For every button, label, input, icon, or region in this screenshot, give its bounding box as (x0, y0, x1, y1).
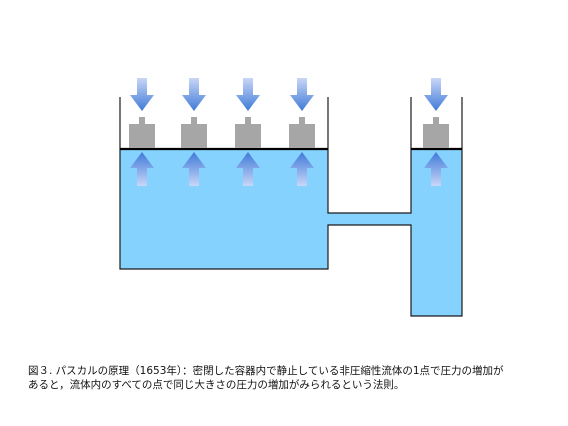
piston-unit-3 (235, 78, 261, 186)
weight-block (129, 124, 155, 148)
piston-unit-4 (289, 78, 315, 186)
weight-block (181, 124, 207, 148)
caption-line-1: 図３. パスカルの原理（1653年）：密閉した容器内で静止している非圧縮性流体の… (28, 365, 504, 377)
down-arrow (182, 78, 206, 111)
vessel-walls (119, 97, 463, 317)
up-arrow (424, 152, 448, 186)
fluid-large-vessel (120, 149, 328, 269)
down-arrow (130, 78, 154, 111)
up-arrow (182, 152, 206, 186)
fluid-connecting-pipe (328, 213, 411, 225)
figure-caption: 図３. パスカルの原理（1653年）：密閉した容器内で静止している非圧縮性流体の… (28, 364, 558, 392)
piston-unit-2 (181, 78, 207, 186)
weight-stem (299, 117, 305, 124)
pipe-top-wall (327, 97, 412, 214)
weight-block (289, 124, 315, 148)
weight-stem (245, 117, 251, 124)
up-arrow (130, 152, 154, 186)
weight-block (423, 124, 449, 148)
weight-stem (191, 117, 197, 124)
piston-unit-small (423, 78, 449, 186)
piston-unit-1 (129, 78, 155, 186)
up-arrow (236, 152, 260, 186)
weight-stem (433, 117, 439, 124)
fluid (120, 149, 462, 316)
large-vessel-wall (119, 97, 463, 317)
down-arrow (290, 78, 314, 111)
up-arrow (290, 152, 314, 186)
weight-block (235, 124, 261, 148)
caption-line-2: あると，流体内のすべての点で同じ大きさの圧力の増加がみられるという法則。 (28, 379, 405, 391)
down-arrow (236, 78, 260, 111)
weight-stem (139, 117, 145, 124)
down-arrow (424, 78, 448, 111)
